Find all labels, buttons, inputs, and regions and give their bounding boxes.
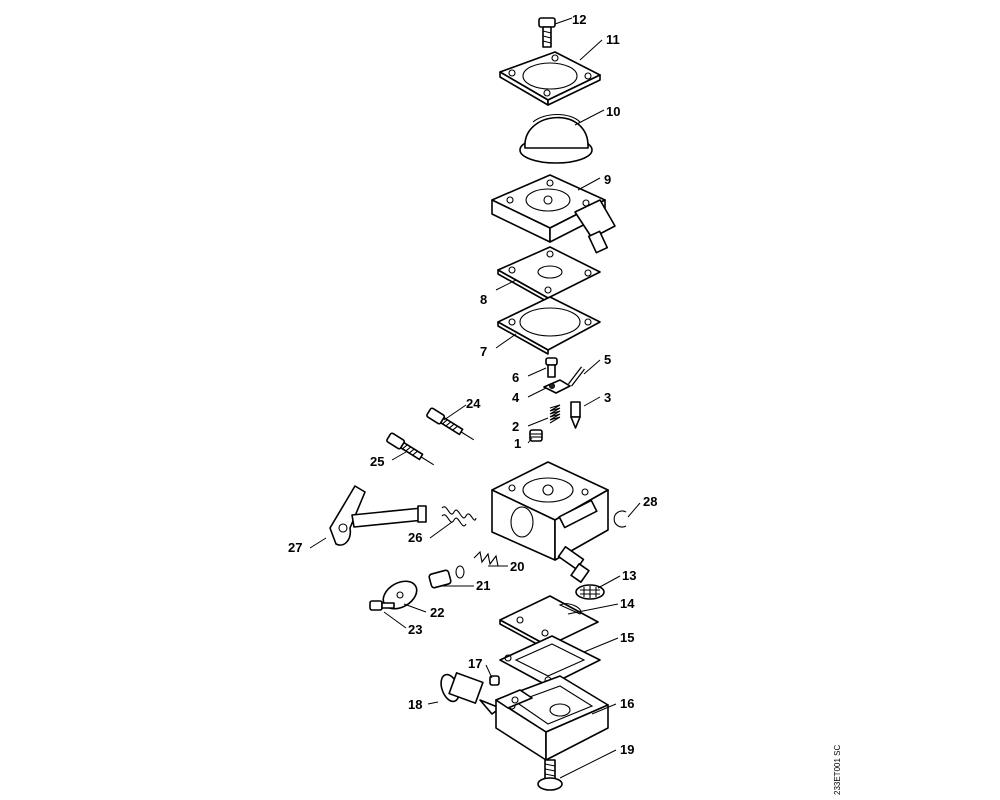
part-19-screw [537, 759, 563, 791]
part-15-gasket [499, 635, 601, 687]
callout-2: 2 [512, 419, 519, 434]
part-28-circlip [613, 510, 627, 528]
callout-19: 19 [620, 742, 634, 757]
callout-15: 15 [620, 630, 634, 645]
callout-18: 18 [408, 697, 422, 712]
callout-21: 21 [476, 578, 490, 593]
callout-6: 6 [512, 370, 519, 385]
part-26-spring [441, 506, 477, 527]
part-8-diaphragm [497, 246, 601, 303]
callout-9: 9 [604, 172, 611, 187]
part-7-gasket [497, 296, 601, 355]
part-24-adjusting-screw [426, 407, 475, 441]
callout-20: 20 [510, 559, 524, 574]
part-3-inlet-needle [570, 401, 581, 429]
callout-23: 23 [408, 622, 422, 637]
part-11-cover-plate [499, 51, 601, 106]
part-18-fitting [440, 672, 501, 715]
callout-22: 22 [430, 605, 444, 620]
callout-17: 17 [468, 656, 482, 671]
part-16-metering-cover [495, 675, 609, 761]
callout-25: 25 [370, 454, 384, 469]
callout-16: 16 [620, 696, 634, 711]
callout-12: 12 [572, 12, 586, 27]
part-25-adjusting-screw [386, 432, 435, 466]
part-21-sleeve-oring [428, 565, 465, 589]
callout-8: 8 [480, 292, 487, 307]
callout-14: 14 [620, 596, 635, 611]
part-23-screw [369, 600, 395, 611]
part-2-spring [549, 404, 561, 424]
part-17-plug [489, 675, 500, 686]
callout-27: 27 [288, 540, 302, 555]
callout-1: 1 [514, 436, 521, 451]
callout-26: 26 [408, 530, 422, 545]
callout-labels: 12 11 10 9 8 7 6 5 4 3 2 1 24 25 28 27 2… [288, 12, 657, 757]
part-20-spring [473, 550, 499, 567]
leader-lines [309, 17, 641, 779]
part-22-disc [382, 580, 418, 610]
part-1-plug [529, 429, 543, 442]
part-27-throttle-shaft [329, 485, 427, 546]
part-6-screw [545, 357, 558, 378]
callout-4: 4 [512, 390, 520, 405]
callout-11: 11 [606, 32, 620, 47]
callout-7: 7 [480, 344, 487, 359]
part-13-filter-screen [575, 584, 605, 600]
callout-28: 28 [643, 494, 657, 509]
callout-5: 5 [604, 352, 611, 367]
part-12-screw [538, 17, 556, 48]
drawing-code: 233ET001 SC [833, 745, 842, 795]
part-9-pump-body [491, 174, 616, 254]
part-4-lever [543, 379, 571, 394]
callout-3: 3 [604, 390, 611, 405]
part-5-pin [568, 366, 585, 387]
part-10-primer-bulb [519, 113, 593, 164]
callout-10: 10 [606, 104, 620, 119]
callout-24: 24 [466, 396, 481, 411]
callout-13: 13 [622, 568, 636, 583]
carburetor-body [491, 461, 609, 583]
